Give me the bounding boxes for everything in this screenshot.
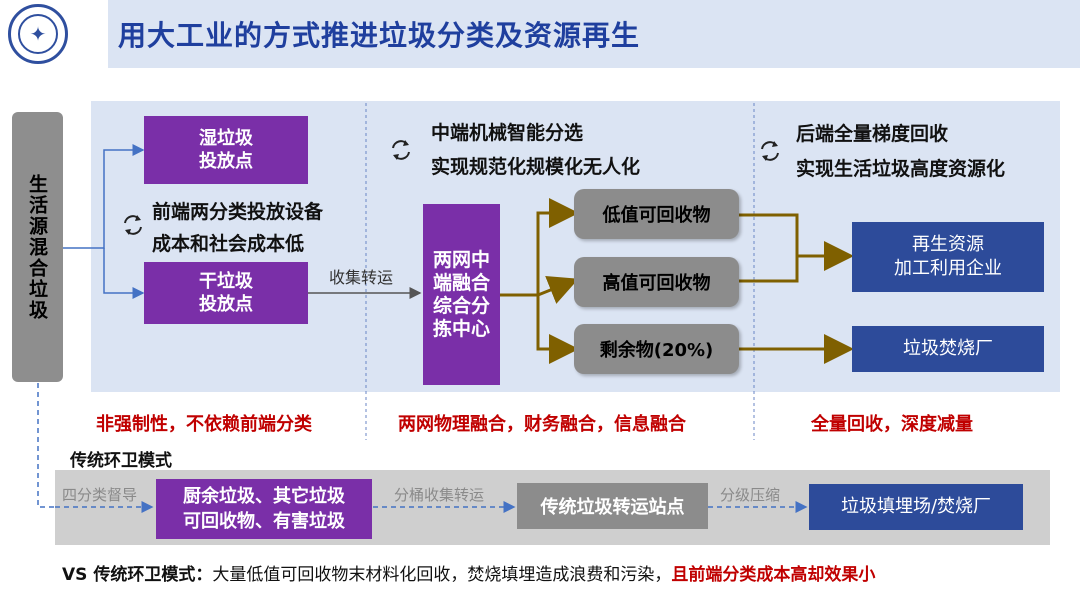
footer-prefix: VS 传统环卫模式： (62, 565, 213, 585)
cycle-arrows-icon (761, 141, 779, 161)
step3-label: 分级压缩 (720, 486, 781, 504)
landfill-incineration-box: 垃圾填埋场/焚烧厂 (809, 484, 1023, 530)
incineration-plant-box: 垃圾焚烧厂 (852, 326, 1044, 372)
back-heading-line2: 实现生活垃圾高度资源化 (796, 158, 1006, 180)
residue-box: 剩余物(20%) (574, 324, 739, 374)
front-red-note: 非强制性，不依赖前端分类 (96, 414, 312, 435)
step1-label: 四分类督导 (62, 486, 138, 504)
university-seal-icon: ✦ (8, 4, 68, 64)
middle-heading-line1: 中端机械智能分选 (431, 122, 584, 144)
footer-highlight: 且前端分类成本高却效果小 (671, 565, 876, 585)
front-note-line2: 成本和社会成本低 (152, 233, 305, 255)
step2-label: 分桶收集转运 (394, 486, 485, 504)
footer-text: 大量低值可回收物末材料化回收，焚烧填埋造成浪费和污染， (212, 565, 672, 585)
back-heading-line1: 后端全量梯度回收 (796, 123, 949, 145)
footer-comparison: VS 传统环卫模式：大量低值可回收物末材料化回收，焚烧填埋造成浪费和污染，且前端… (62, 560, 875, 585)
cycle-arrows-icon (124, 215, 142, 235)
dry-waste-dropoff-box: 干垃圾 投放点 (144, 262, 308, 324)
traditional-mode-label: 传统环卫模式 (70, 451, 172, 471)
low-value-recyclables-box: 低值可回收物 (574, 189, 739, 239)
front-note-line1: 前端两分类投放设备 (152, 201, 324, 223)
cycle-arrows-icon (392, 140, 410, 160)
middle-heading-line2: 实现规范化规模化无人化 (431, 156, 641, 178)
high-value-recyclables-box: 高值可回收物 (574, 257, 739, 307)
back-red-note: 全量回收，深度减量 (811, 414, 973, 435)
mixed-waste-source-box: 生活源混合垃圾 (12, 112, 63, 382)
collection-transport-label: 收集转运 (329, 268, 394, 287)
middle-red-note: 两网物理融合，财务融合，信息融合 (398, 414, 686, 435)
wet-waste-dropoff-box: 湿垃圾 投放点 (144, 116, 308, 184)
header-bar (0, 0, 1080, 68)
four-category-waste-box: 厨余垃圾、其它垃圾 可回收物、有害垃圾 (156, 479, 372, 539)
recycling-enterprise-box: 再生资源 加工利用企业 (852, 222, 1044, 292)
sorting-center-box: 两网中端融合综合分拣中心 (423, 204, 500, 385)
transfer-station-box: 传统垃圾转运站点 (517, 483, 708, 529)
page-title: 用大工业的方式推进垃圾分类及资源再生 (118, 19, 641, 52)
